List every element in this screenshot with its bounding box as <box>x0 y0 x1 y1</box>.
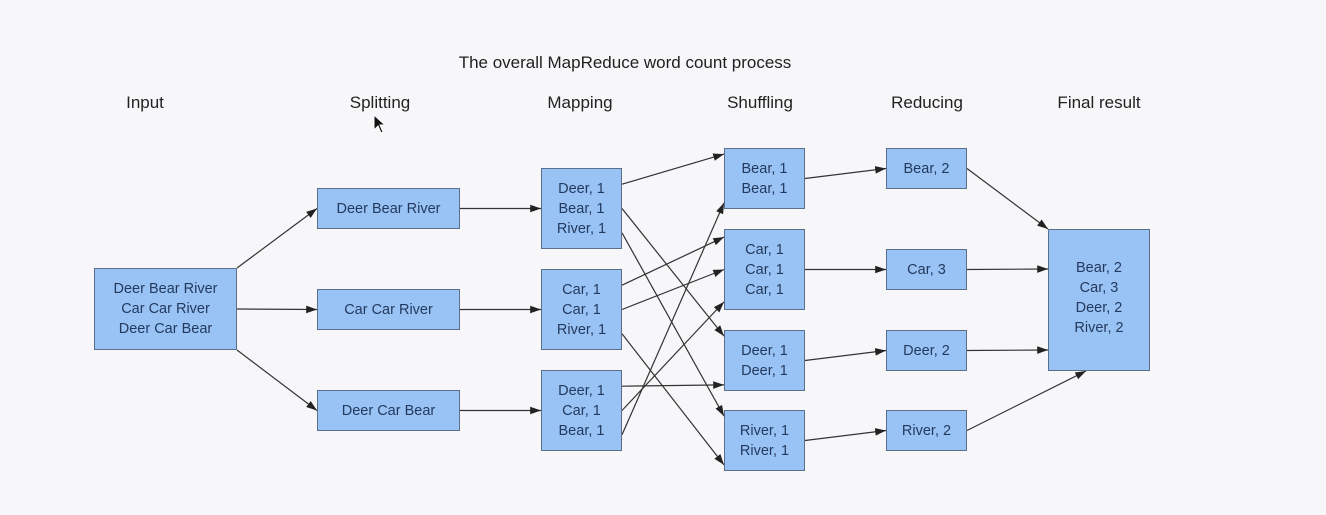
final-result-box: Bear, 2 Car, 3 Deer, 2 River, 2 <box>1048 229 1150 371</box>
shuffle-pair: Bear, 1 <box>741 160 788 177</box>
map-pair: Car, 1 <box>562 301 601 318</box>
reduce-pair: Car, 3 <box>907 261 946 278</box>
shuffle-box: Deer, 1 Deer, 1 <box>724 330 805 391</box>
input-line: Deer Bear River <box>113 281 218 297</box>
split-box: Car Car River <box>317 289 460 330</box>
shuffle-pair: Bear, 1 <box>741 180 788 197</box>
split-text: Deer Bear River <box>336 200 441 217</box>
shuffle-pair: Car, 1 <box>745 281 784 298</box>
edge-arrow-input-to-split-0 <box>236 208 318 269</box>
map-box: Deer, 1 Bear, 1 River, 1 <box>541 168 622 249</box>
map-box: Deer, 1 Car, 1 Bear, 1 <box>541 370 622 451</box>
edge-arrow-map-1-to-shuffle-1 <box>621 268 725 311</box>
mouse-cursor-icon <box>373 114 387 134</box>
reduce-pair: Deer, 2 <box>903 342 950 359</box>
edge-arrow-map-2-to-shuffle-2 <box>621 381 725 389</box>
shuffle-pair: Car, 1 <box>745 261 784 278</box>
shuffle-pair: River, 1 <box>739 442 790 459</box>
map-pair: Bear, 1 <box>558 200 605 217</box>
edge-arrow-reduce-1-to-final <box>966 265 1049 273</box>
stage-label-mapping: Mapping <box>547 93 613 112</box>
edge-arrow-input-to-split-1 <box>236 305 318 314</box>
split-box: Deer Bear River <box>317 188 460 229</box>
edge-arrow-map-2-to-shuffle-1 <box>621 301 725 411</box>
shuffle-pair: River, 1 <box>739 422 790 439</box>
edge-arrow-map-0-to-shuffle-3 <box>621 232 725 417</box>
edge-arrow-shuffle-3-to-reduce-3 <box>804 428 887 442</box>
reduce-box: River, 2 <box>886 410 967 451</box>
stage-label-input: Input <box>126 93 164 112</box>
edge-arrow-shuffle-2-to-reduce-2 <box>804 348 887 362</box>
edge-arrow-reduce-3-to-final <box>966 370 1087 432</box>
stage-label-shuffling: Shuffling <box>727 93 793 112</box>
split-text: Deer Car Bear <box>341 402 436 419</box>
reduce-pair: River, 2 <box>901 422 952 439</box>
edge-arrow-shuffle-0-to-reduce-0 <box>804 166 887 180</box>
input-box: Deer Bear River Car Car River Deer Car B… <box>94 268 237 350</box>
edge-arrow-reduce-0-to-final <box>966 168 1049 230</box>
shuffle-pair: Deer, 1 <box>741 362 788 379</box>
shuffle-pair: Car, 1 <box>745 241 784 258</box>
map-pair: Deer, 1 <box>558 382 605 399</box>
map-pair: River, 1 <box>556 321 607 338</box>
map-pair: Deer, 1 <box>558 180 605 197</box>
reduce-box: Deer, 2 <box>886 330 967 371</box>
input-line: Car Car River <box>121 301 210 317</box>
shuffle-box: River, 1 River, 1 <box>724 410 805 471</box>
final-pair: River, 2 <box>1074 320 1124 336</box>
shuffle-pair: Deer, 1 <box>741 342 788 359</box>
split-text: Car Car River <box>344 301 433 318</box>
stage-label-reducing: Reducing <box>891 93 963 112</box>
map-pair: River, 1 <box>556 220 607 237</box>
input-line: Deer Car Bear <box>118 321 213 337</box>
map-pair: Car, 1 <box>562 281 601 298</box>
edge-arrow-map-1-to-shuffle-1 <box>621 236 725 286</box>
final-pair: Car, 3 <box>1079 280 1119 296</box>
shuffle-box: Bear, 1 Bear, 1 <box>724 148 805 209</box>
map-box: Car, 1 Car, 1 River, 1 <box>541 269 622 350</box>
edge-arrow-map-0-to-shuffle-0 <box>621 153 725 185</box>
stage-label-final-result: Final result <box>1057 93 1141 112</box>
stage-label-splitting: Splitting <box>349 93 411 112</box>
edge-arrow-map-0-to-shuffle-2 <box>621 208 725 337</box>
edge-arrow-input-to-split-2 <box>236 349 318 411</box>
reduce-pair: Bear, 2 <box>903 160 950 177</box>
map-pair: Car, 1 <box>562 402 601 419</box>
diagram-title: The overall MapReduce word count process <box>458 53 792 72</box>
reduce-box: Bear, 2 <box>886 148 967 189</box>
shuffle-box: Car, 1 Car, 1 Car, 1 <box>724 229 805 310</box>
split-box: Deer Car Bear <box>317 390 460 431</box>
edge-arrow-map-2-to-shuffle-0 <box>621 202 725 436</box>
final-pair: Deer, 2 <box>1075 300 1123 316</box>
edge-arrow-reduce-2-to-final <box>966 346 1049 354</box>
map-pair: Bear, 1 <box>558 422 605 439</box>
reduce-box: Car, 3 <box>886 249 967 290</box>
final-pair: Bear, 2 <box>1076 260 1122 276</box>
edge-arrow-map-1-to-shuffle-3 <box>621 333 725 466</box>
